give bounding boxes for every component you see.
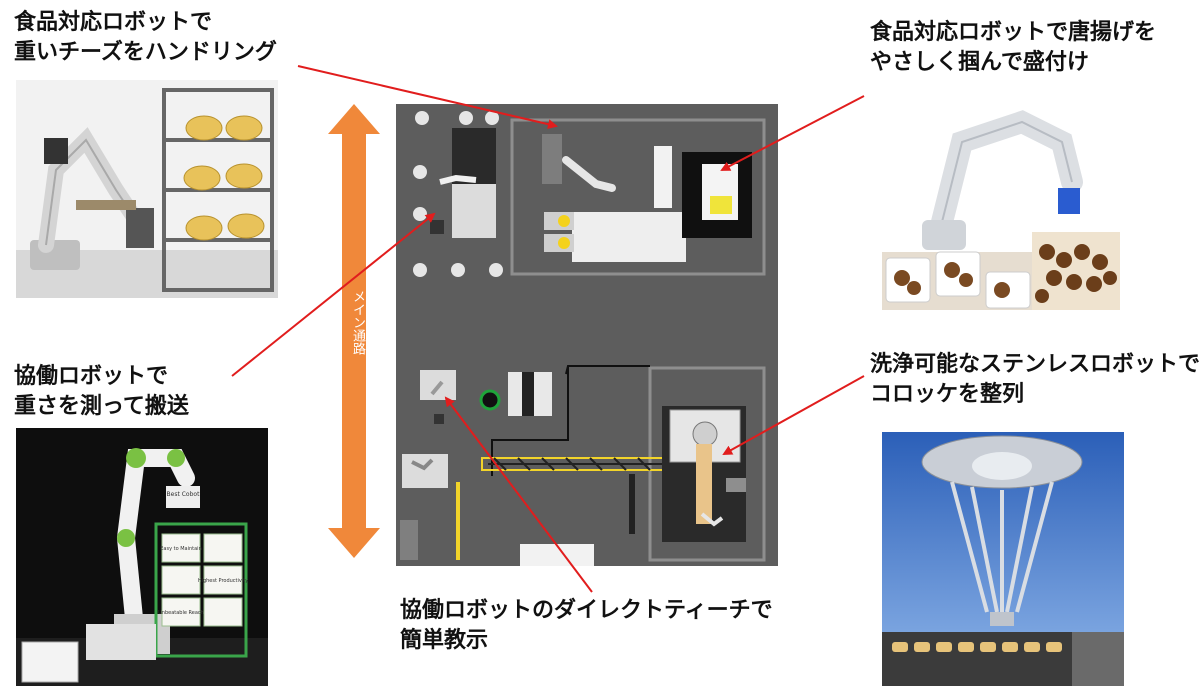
- cobot-transport-arm: [430, 380, 444, 396]
- aisle-arrow-shape: [328, 104, 380, 558]
- floor-markers: [413, 111, 503, 277]
- leader-direct-teach: [444, 396, 593, 593]
- work-table: [572, 212, 686, 262]
- box-label-2: Easy to Maintain: [160, 546, 202, 552]
- photo-cobot-transport: Best Cobot Easy to Maintain Highest Prod…: [16, 428, 268, 686]
- aisle-label: メイン通路: [350, 290, 365, 355]
- cart: [400, 520, 418, 560]
- floor-mat: [520, 544, 594, 566]
- floor-plan: [396, 104, 778, 566]
- photo-delta-robot: [882, 432, 1124, 686]
- box-label-4: Unbeatable Reach: [158, 610, 204, 616]
- caption-karaage: 食品対応ロボットで唐揚げを やさしく掴んで盛付け: [870, 20, 1157, 75]
- industrial-robot-arm: [562, 156, 616, 192]
- leader-croquette: [722, 375, 865, 455]
- teach-table-center: [522, 372, 534, 416]
- leader-cheese: [297, 65, 558, 130]
- control-box: [726, 478, 746, 492]
- small-box: [434, 414, 444, 424]
- croquette-conveyor: [696, 444, 712, 524]
- teach-cobot-base: [402, 454, 448, 488]
- yellow-part-2: [558, 237, 570, 249]
- main-aisle-arrow: [328, 104, 380, 558]
- box-label-best-cobot: Best Cobot: [167, 491, 201, 498]
- tall-cabinet: [654, 146, 672, 208]
- cell-frame-top: [510, 118, 766, 276]
- cobot-table: [452, 184, 496, 238]
- scale-box: [430, 220, 444, 234]
- dark-cabinet: [452, 128, 496, 184]
- photo-karaage-robot: [882, 102, 1120, 310]
- conveyor-truss: [488, 457, 672, 471]
- box-label-3: Highest Productivity: [198, 578, 248, 584]
- small-arm: [700, 512, 724, 527]
- caption-croquette: 洗浄可能なステンレスロボットで コロッケを整列: [870, 352, 1200, 407]
- green-button-device: [479, 389, 501, 411]
- caption-cheese: 食品対応ロボットで 重いチーズをハンドリング: [14, 10, 277, 65]
- teach-cobot-arm: [411, 458, 434, 471]
- cobot-arm-top: [439, 174, 477, 185]
- karaage-tray: [710, 196, 732, 214]
- cheese-rack: [542, 134, 562, 184]
- leader-karaage: [720, 95, 865, 171]
- leader-cobot-transport: [231, 212, 436, 377]
- caption-direct-teach: 協働ロボットのダイレクトティーチで 簡単教示: [400, 598, 773, 653]
- photo-cheese-robot: [16, 80, 278, 298]
- caption-cobot-transport: 協働ロボットで 重さを測って搬送: [14, 364, 189, 419]
- yellow-part-1: [558, 215, 570, 227]
